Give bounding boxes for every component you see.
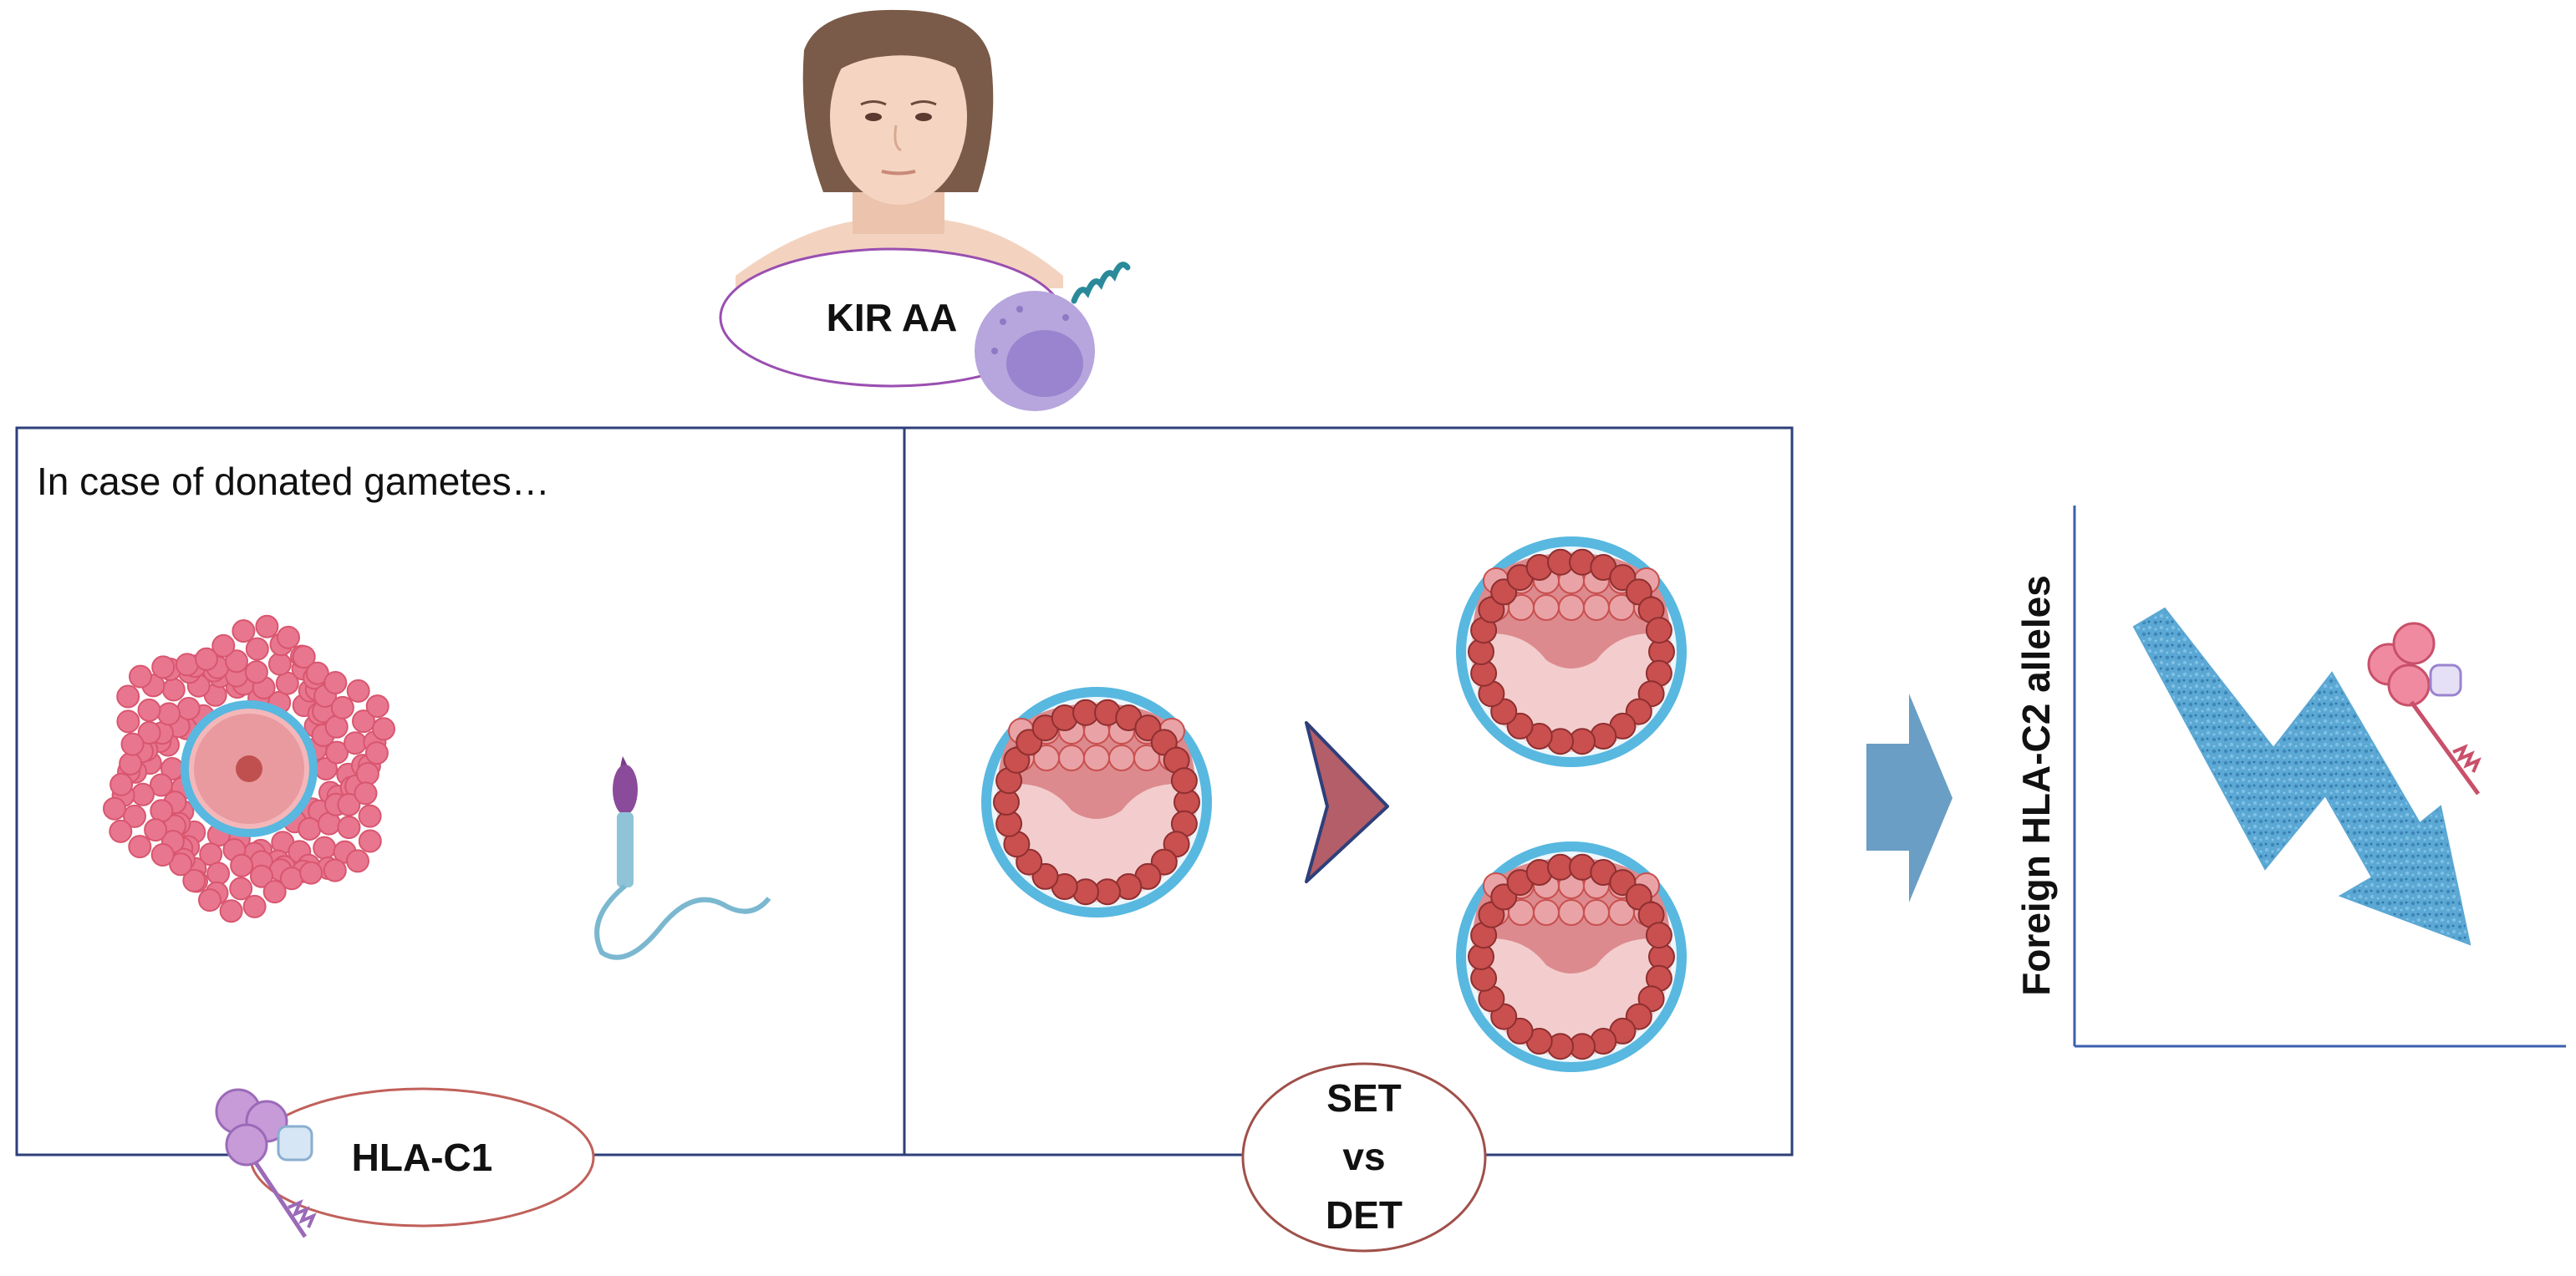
chevron-icon: [1305, 721, 1389, 883]
blastocyst-icon: [981, 687, 1212, 918]
nk-cell-icon: [975, 262, 1131, 411]
hla-molecule-icon: [215, 1088, 317, 1238]
hla-c1-badge: HLA-C1: [249, 1087, 595, 1228]
oocyte-icon: [103, 614, 395, 923]
blastocyst-icon: [1456, 536, 1687, 767]
woman-portrait: [736, 9, 1063, 288]
right-arrow-icon: [1866, 694, 1952, 902]
kir-aa-label: KIR AA: [827, 296, 958, 339]
set-label: SET: [1326, 1076, 1401, 1120]
det-label: DET: [1326, 1193, 1403, 1237]
axis-label: Foreign HLA-C2 alleles: [2014, 575, 2058, 996]
blastocyst-icon: [1456, 841, 1687, 1072]
vs-label: vs: [1342, 1135, 1385, 1178]
set-vs-det-badge: SET vs DET: [1241, 1062, 1487, 1253]
trend-down-arrow-icon: [2132, 607, 2472, 946]
hla-molecule-icon: [2367, 622, 2482, 796]
intro-text: In case of donated gametes…: [37, 460, 550, 503]
graph-axes: [2073, 506, 2566, 1048]
sperm-icon: [594, 756, 771, 960]
hla-c1-label: HLA-C1: [352, 1136, 493, 1179]
